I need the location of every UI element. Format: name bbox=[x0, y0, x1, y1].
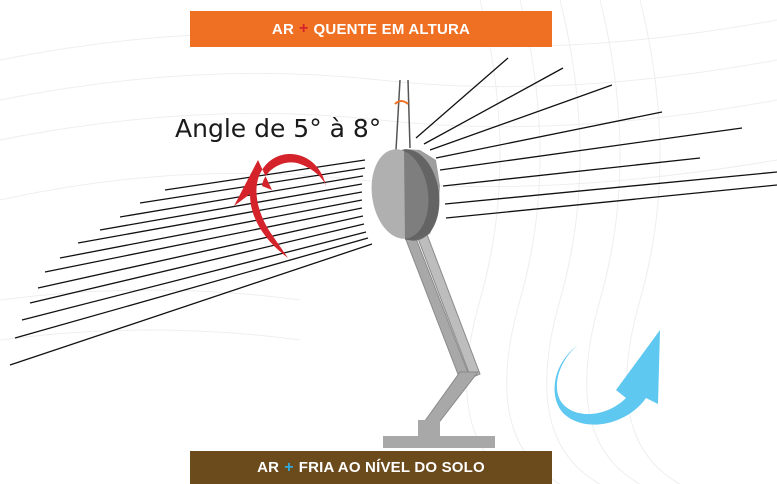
turbine-mast bbox=[383, 223, 495, 448]
bottom-banner-suffix: FRIA AO NÍVEL DO SOLO bbox=[298, 459, 485, 476]
bottom-banner-prefix: AR bbox=[257, 459, 280, 476]
angle-marker bbox=[394, 79, 411, 151]
top-banner-suffix: QUENTE EM ALTURA bbox=[313, 20, 471, 38]
wind-lines-right bbox=[415, 57, 777, 219]
wind-fan-rotor-icon bbox=[371, 149, 440, 241]
warm-air-rotation-arrow-icon bbox=[234, 154, 326, 258]
top-banner-plus: + bbox=[299, 20, 309, 37]
angle-label: Angle de 5° à 8° bbox=[175, 114, 382, 143]
top-banner-prefix: AR bbox=[271, 20, 294, 38]
bottom-banner-plus: + bbox=[284, 458, 294, 476]
cold-air-rotation-arrow-icon bbox=[554, 330, 660, 425]
bottom-banner: AR + FRIA AO NÍVEL DO SOLO bbox=[190, 451, 552, 484]
wind-lines-left bbox=[9, 159, 373, 366]
top-banner: AR + QUENTE EM ALTURA bbox=[190, 11, 552, 47]
